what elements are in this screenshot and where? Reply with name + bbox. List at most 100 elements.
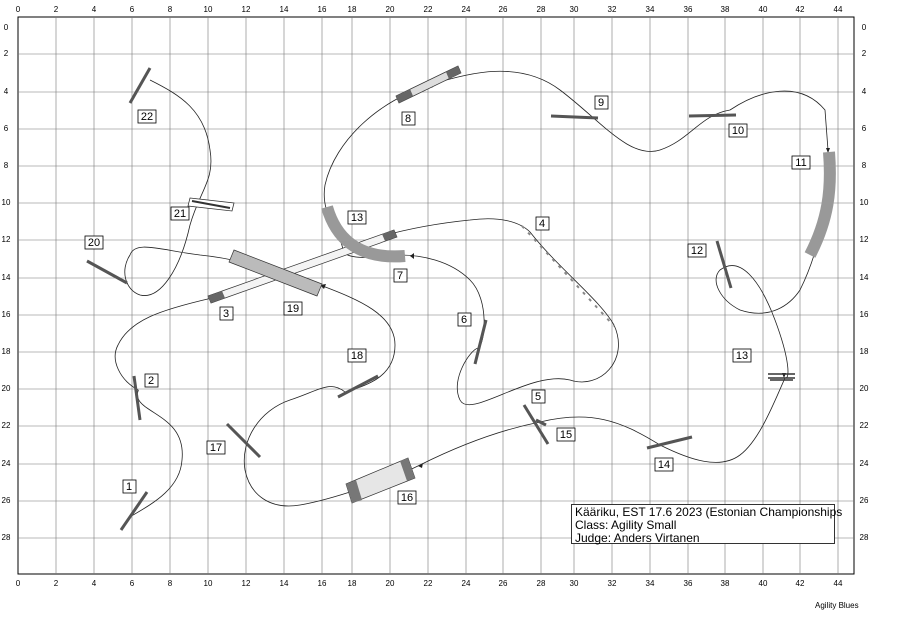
- x-tick-top: 6: [130, 5, 135, 14]
- course-class: Class: Agility Small: [575, 518, 677, 532]
- label-box: [732, 348, 752, 363]
- a-frame-8: [395, 65, 462, 104]
- jump-5: [522, 404, 550, 445]
- y-tick-left: 20: [2, 384, 11, 393]
- y-tick-left: 12: [2, 235, 11, 244]
- y-tick-left: 0: [4, 23, 9, 32]
- jump-bar: [522, 404, 550, 445]
- label-19: 19: [287, 303, 299, 315]
- label-1: 1: [126, 481, 132, 493]
- jump-14: [646, 435, 693, 450]
- jump-12: [715, 240, 733, 289]
- label-12: 12: [691, 245, 703, 257]
- x-tick-bottom: 20: [386, 579, 395, 588]
- y-tick-right: 22: [860, 421, 869, 430]
- x-tick-top: 4: [92, 5, 97, 14]
- table-21-center: [191, 200, 231, 209]
- x-tick-bottom: 0: [16, 579, 21, 588]
- y-tick-left: 2: [4, 49, 9, 58]
- y-tick-right: 6: [862, 124, 867, 133]
- label-box: [393, 268, 408, 283]
- y-tick-right: 0: [862, 23, 867, 32]
- y-tick-left: 24: [2, 459, 11, 468]
- y-tick-left: 14: [2, 273, 11, 282]
- arrow-marker: [418, 463, 423, 468]
- jump-15: [535, 418, 547, 427]
- x-tick-bottom: 34: [646, 579, 655, 588]
- y-tick-left: 22: [2, 421, 11, 430]
- jump-18: [337, 374, 379, 399]
- x-tick-bottom: 10: [204, 579, 213, 588]
- x-axis-top: 0 2 4 6 8 10 12 14 16 18 20 22 24 26 28 …: [16, 5, 843, 14]
- a-frame-contact: [446, 66, 461, 79]
- x-tick-bottom: 30: [570, 579, 579, 588]
- x-tick-bottom: 26: [499, 579, 508, 588]
- label-box: [219, 306, 234, 321]
- label-21: 21: [174, 208, 186, 220]
- obstacle-labels: 1 2 3 4 5 6 7 8 9 10 11 12 13 13 14 15 1: [84, 95, 811, 505]
- jump-bar: [337, 374, 379, 399]
- x-tick-bottom: 42: [796, 579, 805, 588]
- label-box: [347, 348, 367, 363]
- y-tick-right: 24: [860, 459, 869, 468]
- dog-walk-contact: [382, 230, 397, 241]
- jump-22: [128, 67, 152, 104]
- x-tick-top: 44: [834, 5, 843, 14]
- x-tick-top: 12: [242, 5, 251, 14]
- x-tick-bottom: 22: [424, 579, 433, 588]
- x-tick-top: 38: [721, 5, 730, 14]
- label-4: 4: [539, 218, 545, 230]
- label-box: [122, 479, 137, 494]
- label-box: [401, 111, 416, 126]
- jump-20: [86, 259, 128, 285]
- x-tick-bottom: 18: [348, 579, 357, 588]
- x-tick-top: 10: [204, 5, 213, 14]
- x-tick-bottom: 6: [130, 579, 135, 588]
- course-title: Kääriku, EST 17.6 2023 (Estonian Champio…: [575, 505, 843, 519]
- y-tick-right: 4: [862, 87, 867, 96]
- jump-bar: [688, 113, 737, 118]
- jump-6: [473, 319, 488, 365]
- label-box: [791, 155, 811, 170]
- jump-bar: [646, 435, 693, 450]
- y-tick-left: 6: [4, 124, 9, 133]
- x-tick-bottom: 14: [280, 579, 289, 588]
- label-box: [170, 206, 190, 221]
- label-10: 10: [732, 125, 744, 137]
- label-3: 3: [223, 308, 229, 320]
- jump-bar: [550, 114, 599, 120]
- label-box: [137, 109, 157, 124]
- jump-1: [119, 491, 149, 531]
- x-tick-bottom: 40: [759, 579, 768, 588]
- x-tick-top: 32: [608, 5, 617, 14]
- x-tick-top: 18: [348, 5, 357, 14]
- y-tick-right: 12: [860, 235, 869, 244]
- label-5: 5: [535, 391, 541, 403]
- x-tick-top: 26: [499, 5, 508, 14]
- x-tick-top: 30: [570, 5, 579, 14]
- x-tick-bottom: 24: [462, 579, 471, 588]
- label-box: [206, 440, 226, 455]
- label-2: 2: [148, 375, 154, 387]
- label-13-tunnel: 13: [351, 212, 363, 224]
- y-tick-left: 18: [2, 347, 11, 356]
- y-tick-left: 28: [2, 533, 11, 542]
- x-tick-top: 34: [646, 5, 655, 14]
- y-tick-right: 10: [860, 198, 869, 207]
- tunnel-16-entry: [346, 480, 362, 503]
- y-tick-left: 16: [2, 310, 11, 319]
- x-tick-top: 0: [16, 5, 21, 14]
- x-tick-top: 36: [684, 5, 693, 14]
- label-box: [397, 490, 417, 505]
- label-18: 18: [351, 350, 363, 362]
- y-axis-left: 0 2 4 6 8 10 12 14 16 18 20 22 24 26 28: [2, 23, 11, 542]
- label-box: [457, 312, 472, 327]
- jump-17: [225, 422, 262, 459]
- x-tick-bottom: 8: [168, 579, 173, 588]
- label-box: [728, 123, 748, 138]
- dog-walk-contact: [208, 291, 225, 303]
- tunnel-16-exit: [400, 458, 415, 481]
- label-15: 15: [560, 429, 572, 441]
- arrow-marker: [410, 253, 414, 259]
- y-axis-right: 0 2 4 6 8 10 12 14 16 18 20 22 24 26 28: [860, 23, 869, 542]
